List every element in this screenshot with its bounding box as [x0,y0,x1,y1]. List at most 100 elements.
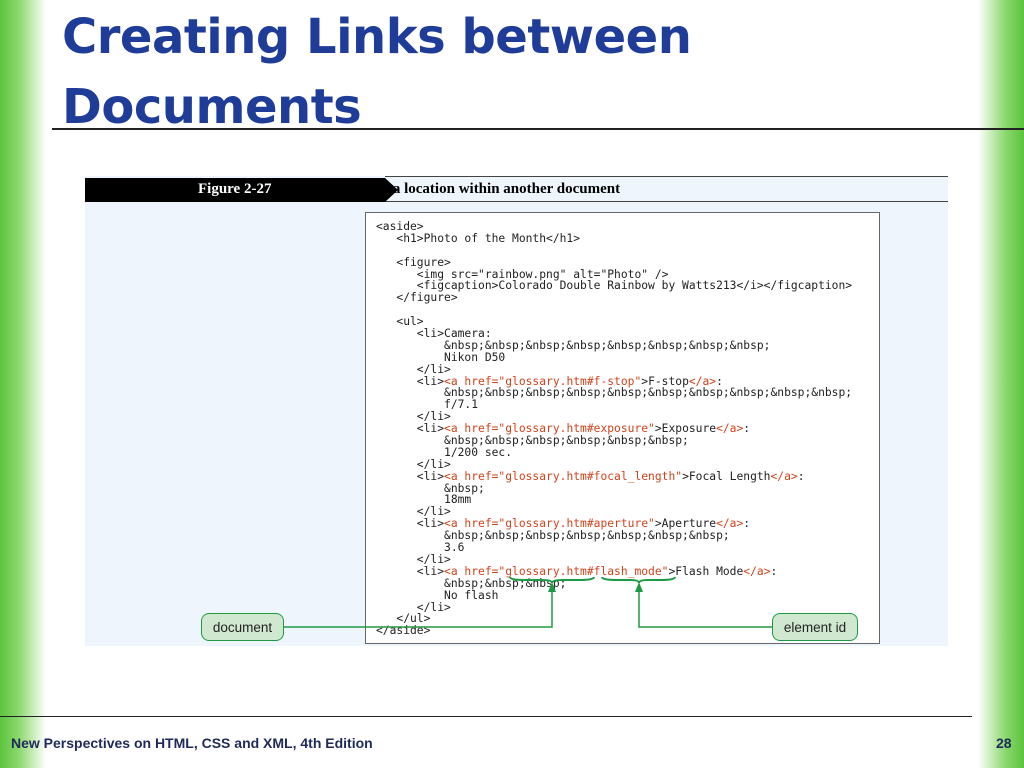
code-line: Nikon D50 [376,350,852,364]
code-line: </li> [376,362,852,376]
code-text: : [797,469,805,483]
code-line: <li><a href="glossary.htm#f-stop">F-stop… [376,374,852,388]
code-line: &nbsp;&nbsp;&nbsp;&nbsp;&nbsp;&nbsp; [376,435,852,447]
code-text: 18mm [376,493,472,507]
title-divider [52,128,1024,130]
code-text: &nbsp;&nbsp;&nbsp;&nbsp;&nbsp;&nbsp; [376,434,689,448]
code-link-markup: <a href="glossary.htm#aperture" [444,517,655,531]
code-line: &nbsp;&nbsp;&nbsp;&nbsp;&nbsp;&nbsp;&nbs… [376,530,852,542]
code-line: f/7.1 [376,399,852,411]
figure-label-arrow [385,178,398,202]
code-text: : [716,374,723,388]
code-text: <ul> [376,315,424,329]
code-link-markup: </a> [716,422,744,436]
code-text: </aside> [376,624,431,638]
code-text: >Exposure [654,422,717,436]
code-line: &nbsp;&nbsp;&nbsp; [376,576,852,590]
code-line: </li> [376,506,852,518]
code-text: >F-stop [641,374,689,388]
element-id-arrowhead [635,582,643,592]
code-line: <li><a href="glossary.htm#aperture">Aper… [376,518,852,530]
code-line: <li>Camera: [376,328,852,340]
code-text: : [743,517,751,531]
code-text: </ul> [376,612,431,626]
code-text: <li> [376,517,445,531]
right-green-border [978,0,1024,768]
element-id-connector [638,589,772,628]
code-text: &nbsp; [376,481,485,495]
code-link-markup: </a> [770,469,798,483]
code-text: <li>Camera: [376,327,492,341]
code-line: <li><a href="glossary.htm#exposure">Expo… [376,423,852,435]
code-line: </ul> [376,613,852,625]
code-line: &nbsp; [376,481,852,495]
code-text: >Aperture [654,517,717,531]
code-line: <li><a href="glossary.htm#focal_length">… [376,469,852,483]
code-link-markup: </a> [716,517,744,531]
figure-label-bar [85,178,385,202]
code-text: &nbsp;&nbsp;&nbsp;&nbsp;&nbsp;&nbsp;&nbs… [376,338,771,352]
code-link-markup: </a> [743,564,771,578]
code-line: </figure> [376,292,852,304]
slide-title-line-1: Creating Links between [62,9,692,65]
code-text: </figure> [376,291,458,305]
code-text: </li> [376,600,451,614]
element-id-bracket [601,576,676,584]
code-text: </li> [376,410,451,424]
code-line: 18mm [376,494,852,506]
code-line: </aside> [376,625,852,637]
code-text: &nbsp;&nbsp;&nbsp; [376,576,567,590]
code-line: 1/200 sec. [376,446,852,459]
code-text: &nbsp;&nbsp;&nbsp;&nbsp;&nbsp;&nbsp;&nbs… [376,386,853,400]
document-arrowhead [548,582,556,592]
code-text: &nbsp;&nbsp;&nbsp;&nbsp;&nbsp;&nbsp;&nbs… [376,529,730,543]
code-text: </li> [376,457,451,471]
code-text: <li> [376,422,445,436]
code-listing-box: <aside> <h1>Photo of the Month</h1> <fig… [365,212,880,644]
code-line: <li><a href="glossary.htm#flash_mode">Fl… [376,564,852,578]
code-link-markup: <a href="glossary.htm#f-stop" [444,374,642,388]
slide-title: Creating Links between Documents [62,2,822,142]
code-text: </li> [376,552,451,566]
element-id-callout: element id [772,613,858,641]
code-text: >Focal Length [682,469,771,483]
code-text: <li> [376,564,445,578]
figure-header-bottom-rule [385,201,948,202]
code-line: <h1>Photo of the Month</h1> [376,231,852,245]
code-text: <li> [376,469,445,483]
code-line: <figure> [376,255,852,269]
code-text: <figure> [376,255,451,269]
footer-divider [0,716,972,717]
document-connector [284,589,553,628]
code-link-markup: <a href="glossary.htm#focal_length" [444,469,683,483]
code-text: Nikon D50 [376,350,506,364]
code-line: <figcaption>Colorado Double Rainbow by W… [376,280,852,292]
code-listing: <aside> <h1>Photo of the Month</h1> <fig… [376,221,852,637]
code-line: 3.6 [376,542,852,554]
code-text: </li> [376,505,451,519]
code-text: >Flash Mode [668,564,744,578]
figure-header: Figure 2-27 Linking to a location within… [85,176,948,202]
figure-caption: Linking to a location within another doc… [322,181,621,197]
code-line: <ul> [376,316,852,328]
code-link-markup: </a> [688,374,717,388]
code-line: No flash [376,588,852,602]
code-text: <h1>Photo of the Month</h1> [376,231,581,245]
code-link-markup: <a href="glossary.htm#flash_mode" [444,564,669,578]
code-line: <img src="rainbow.png" alt="Photo" /> [376,268,852,281]
figure-panel: Figure 2-27 Linking to a location within… [85,176,948,646]
code-text: No flash [376,588,499,602]
figure-header-top-rule [385,176,948,177]
code-text: <li> [376,374,445,388]
footer-book-title: New Perspectives on HTML, CSS and XML, 4… [11,735,373,751]
code-text: <figcaption>Colorado Double Rainbow by W… [376,279,853,293]
code-line: </li> [376,552,852,566]
figure-label: Figure 2-27 [198,181,272,197]
code-link-markup: <a href="glossary.htm#exposure" [444,422,655,436]
left-green-border [0,0,46,768]
code-text: </li> [376,362,451,376]
code-line: </li> [376,600,852,614]
code-text: : [770,564,778,578]
code-line: &nbsp;&nbsp;&nbsp;&nbsp;&nbsp;&nbsp;&nbs… [376,387,852,399]
slide-title-line-2: Documents [62,79,362,135]
